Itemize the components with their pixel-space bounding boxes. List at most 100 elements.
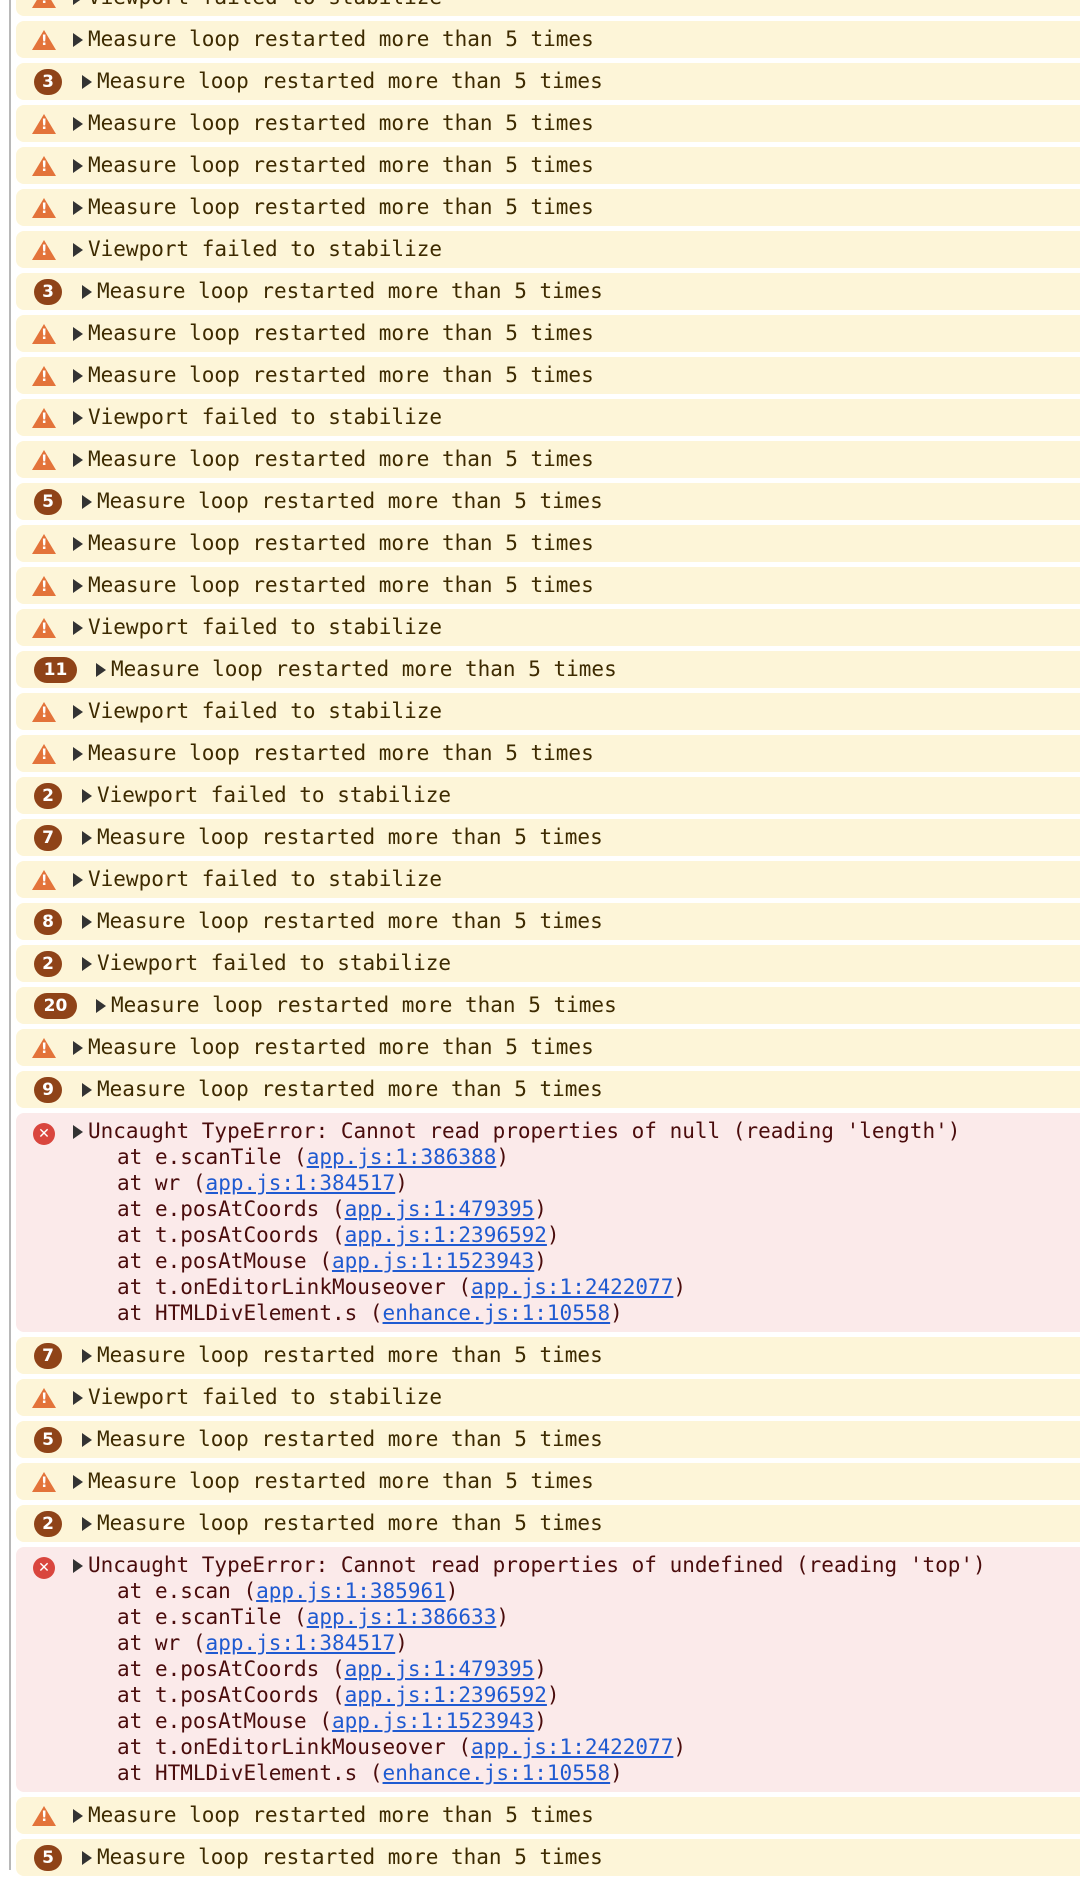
message-line[interactable]: Uncaught TypeError: Cannot read properti… [73,1552,1080,1578]
message-line[interactable]: Measure loop restarted more than 5 times [73,147,594,184]
console-warning-message[interactable]: Measure loop restarted more than 5 times [16,525,1080,562]
source-link[interactable]: app.js:1:2422077 [471,1275,674,1299]
expand-triangle-icon[interactable] [73,201,83,215]
message-line[interactable]: Measure loop restarted more than 5 times [73,1797,594,1834]
expand-triangle-icon[interactable] [82,831,92,845]
console-warning-message[interactable]: Viewport failed to stabilize [16,399,1080,436]
message-line[interactable]: Viewport failed to stabilize [73,861,442,898]
message-line[interactable]: Measure loop restarted more than 5 times [82,1839,603,1876]
expand-triangle-icon[interactable] [82,957,92,971]
message-line[interactable]: Measure loop restarted more than 5 times [73,1463,594,1500]
message-line[interactable]: Viewport failed to stabilize [73,1379,442,1416]
expand-triangle-icon[interactable] [82,285,92,299]
source-link[interactable]: app.js:1:1523943 [331,1709,535,1733]
expand-triangle-icon[interactable] [82,1349,92,1363]
source-link[interactable]: app.js:1:386633 [306,1605,497,1629]
console-warning-message[interactable]: Viewport failed to stabilize [16,861,1080,898]
message-line[interactable]: Measure loop restarted more than 5 times [96,651,617,688]
expand-triangle-icon[interactable] [73,411,83,425]
expand-triangle-icon[interactable] [73,327,83,341]
console-warning-message[interactable]: Viewport failed to stabilize [16,609,1080,646]
message-line[interactable]: Measure loop restarted more than 5 times [73,21,594,58]
expand-triangle-icon[interactable] [73,705,83,719]
message-line[interactable]: Measure loop restarted more than 5 times [73,567,594,604]
expand-triangle-icon[interactable] [73,243,83,257]
message-line[interactable]: Viewport failed to stabilize [73,0,442,16]
message-line[interactable]: Viewport failed to stabilize [82,777,451,814]
source-link[interactable]: enhance.js:1:10558 [382,1761,611,1785]
console-warning-message[interactable]: Measure loop restarted more than 5 times [16,21,1080,58]
expand-triangle-icon[interactable] [96,663,106,677]
console-warning-message[interactable]: Measure loop restarted more than 5 times [16,735,1080,772]
message-line[interactable]: Measure loop restarted more than 5 times [82,819,603,856]
message-line[interactable]: Measure loop restarted more than 5 times [73,525,594,562]
message-line[interactable]: Measure loop restarted more than 5 times [73,441,594,478]
expand-triangle-icon[interactable] [82,1851,92,1865]
expand-triangle-icon[interactable] [73,159,83,173]
message-line[interactable]: Uncaught TypeError: Cannot read properti… [73,1118,1080,1144]
expand-triangle-icon[interactable] [73,117,83,131]
console-warning-message[interactable]: Measure loop restarted more than 5 times [16,105,1080,142]
console-error-message[interactable]: ✕Uncaught TypeError: Cannot read propert… [16,1547,1080,1792]
source-link[interactable]: app.js:1:479395 [344,1197,535,1221]
console-log-list[interactable]: Viewport failed to stabilizeMeasure loop… [16,0,1080,1881]
console-warning-message[interactable]: Viewport failed to stabilize [16,231,1080,268]
expand-triangle-icon[interactable] [73,1809,83,1823]
message-line[interactable]: Measure loop restarted more than 5 times [82,1421,603,1458]
source-link[interactable]: app.js:1:2396592 [344,1683,547,1707]
console-warning-message[interactable]: Measure loop restarted more than 5 times [16,1029,1080,1066]
expand-triangle-icon[interactable] [73,537,83,551]
message-line[interactable]: Viewport failed to stabilize [73,399,442,436]
expand-triangle-icon[interactable] [82,1517,92,1531]
message-line[interactable]: Measure loop restarted more than 5 times [82,483,603,520]
message-line[interactable]: Measure loop restarted more than 5 times [73,105,594,142]
message-line[interactable]: Measure loop restarted more than 5 times [96,987,617,1024]
message-line[interactable]: Measure loop restarted more than 5 times [82,63,603,100]
expand-triangle-icon[interactable] [73,1041,83,1055]
source-link[interactable]: app.js:1:2422077 [471,1735,674,1759]
expand-triangle-icon[interactable] [96,999,106,1013]
console-warning-message[interactable]: Measure loop restarted more than 5 times [16,357,1080,394]
message-line[interactable]: Measure loop restarted more than 5 times [82,903,603,940]
source-link[interactable]: app.js:1:2396592 [344,1223,547,1247]
source-link[interactable]: app.js:1:479395 [344,1657,535,1681]
console-warning-message[interactable]: Viewport failed to stabilize [16,0,1080,16]
message-line[interactable]: Measure loop restarted more than 5 times [82,1337,603,1374]
expand-triangle-icon[interactable] [82,495,92,509]
console-warning-message[interactable]: Measure loop restarted more than 5 times [16,567,1080,604]
message-line[interactable]: Viewport failed to stabilize [73,609,442,646]
console-warning-message[interactable]: Viewport failed to stabilize [16,693,1080,730]
console-warning-message[interactable]: Measure loop restarted more than 5 times [16,441,1080,478]
expand-triangle-icon[interactable] [73,1559,83,1573]
message-line[interactable]: Measure loop restarted more than 5 times [73,189,594,226]
console-warning-message[interactable]: Measure loop restarted more than 5 times [16,1797,1080,1834]
message-line[interactable]: Measure loop restarted more than 5 times [82,273,603,310]
expand-triangle-icon[interactable] [73,453,83,467]
console-warning-message[interactable]: Measure loop restarted more than 5 times [16,315,1080,352]
expand-triangle-icon[interactable] [73,621,83,635]
message-line[interactable]: Measure loop restarted more than 5 times [82,1071,603,1108]
message-line[interactable]: Viewport failed to stabilize [73,231,442,268]
expand-triangle-icon[interactable] [73,1125,83,1139]
console-warning-message[interactable]: Measure loop restarted more than 5 times [16,1463,1080,1500]
console-warning-message[interactable]: Measure loop restarted more than 5 times [16,147,1080,184]
expand-triangle-icon[interactable] [82,789,92,803]
expand-triangle-icon[interactable] [73,1475,83,1489]
source-link[interactable]: app.js:1:384517 [205,1631,396,1655]
expand-triangle-icon[interactable] [73,0,83,5]
expand-triangle-icon[interactable] [73,579,83,593]
expand-triangle-icon[interactable] [73,33,83,47]
